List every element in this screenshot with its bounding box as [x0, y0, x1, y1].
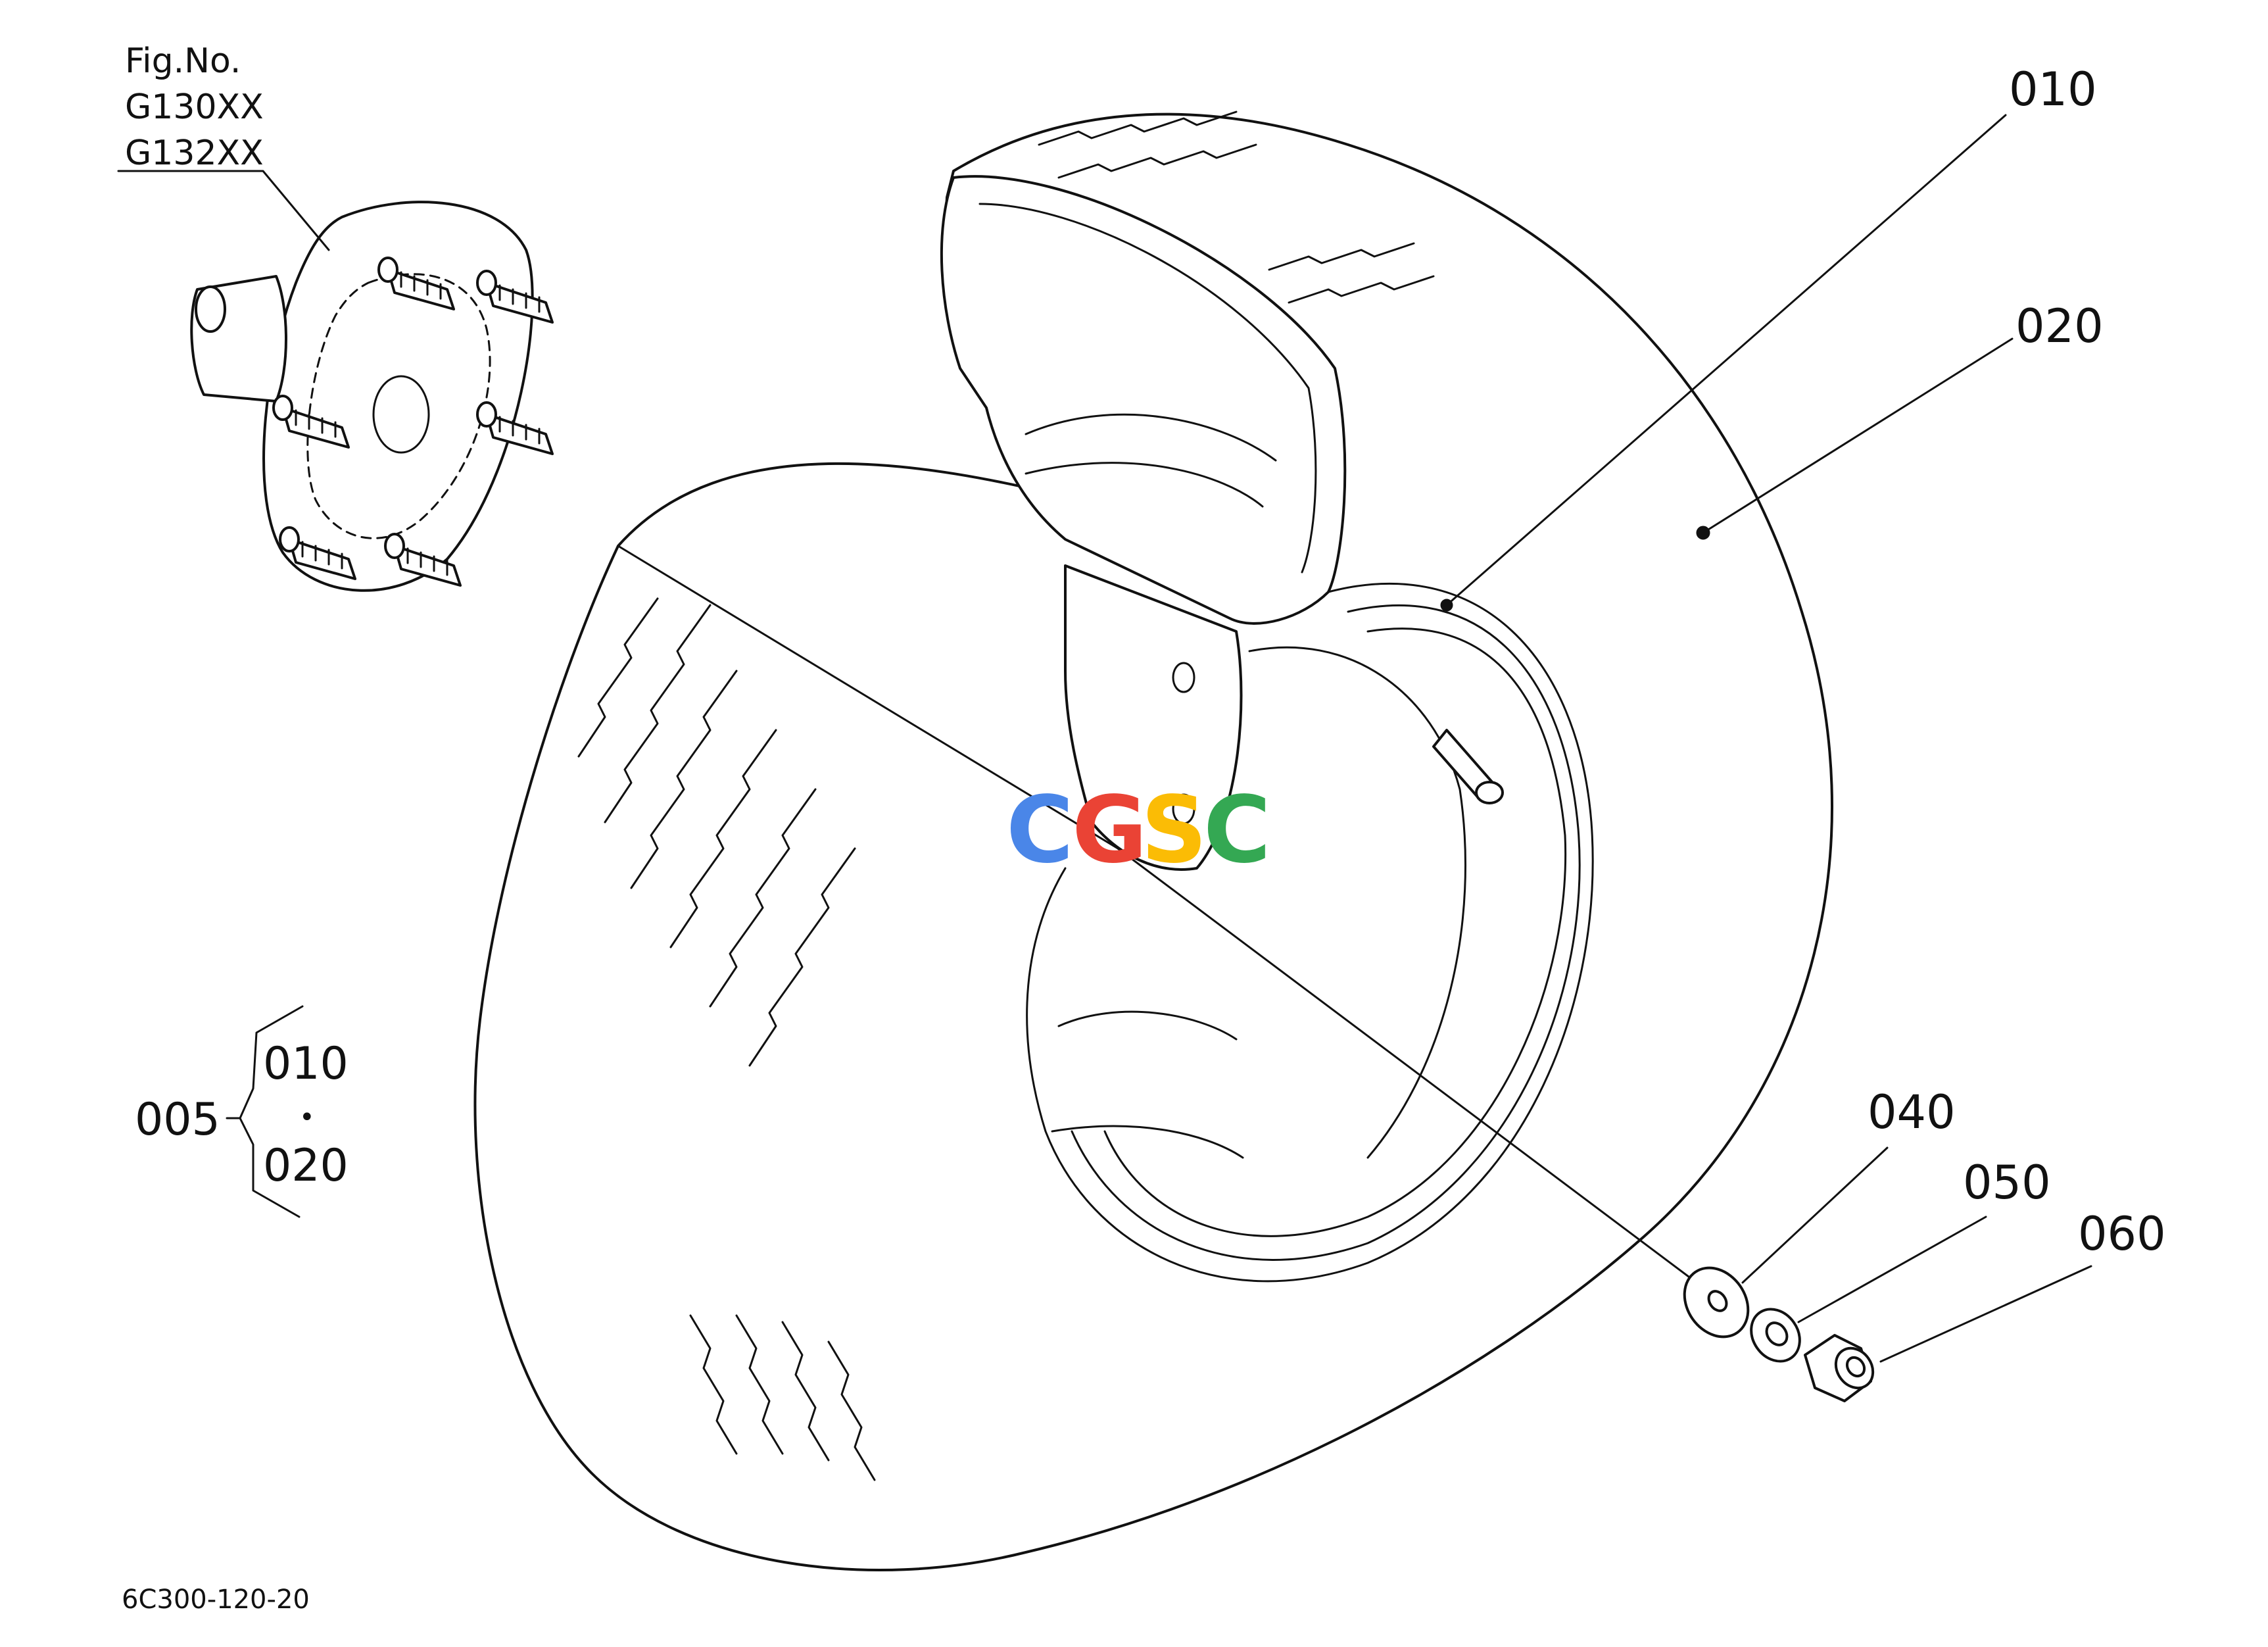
watermark-letter-3: S: [1141, 777, 1207, 884]
callout-060: 060: [2078, 1207, 2166, 1261]
fig-code-1: G130XX: [125, 87, 264, 127]
watermark-logo: C G S C: [1006, 777, 1271, 884]
fig-code-2: G132XX: [125, 134, 264, 173]
callout-040: 040: [1868, 1085, 1956, 1139]
watermark-letter-4: C: [1203, 777, 1271, 884]
drawing-number: 6C300-120-20: [122, 1585, 310, 1615]
assembly-child-010: 010: [263, 1038, 349, 1090]
assembly-separator: •: [299, 1102, 315, 1133]
callout-050: 050: [1963, 1156, 2051, 1210]
hardware-drawing: [1117, 847, 1875, 1402]
callout-020: 020: [2015, 299, 2104, 353]
wheel-hub-drawing: [190, 201, 554, 592]
assembly-parent: 005: [135, 1094, 220, 1146]
watermark-letter-2: G: [1072, 777, 1147, 884]
tire-rim-drawing: [473, 111, 1833, 1571]
callout-010: 010: [2009, 62, 2097, 116]
assembly-child-020: 020: [263, 1140, 349, 1192]
fig-no-label: Fig.No.: [125, 41, 241, 81]
watermark-letter-1: C: [1006, 777, 1074, 884]
leader-lines: [117, 114, 2092, 1363]
